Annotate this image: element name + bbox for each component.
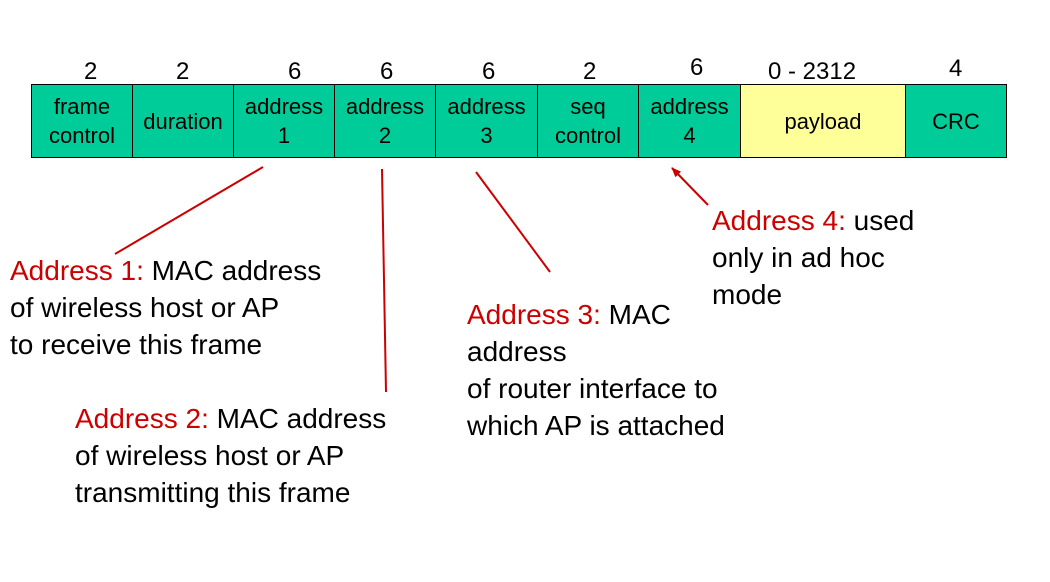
- callout-address-3-text: MAC: [600, 299, 671, 330]
- size-frame-control: 2: [84, 58, 98, 85]
- callout-address-4: Address 4: used only in ad hoc mode: [712, 202, 914, 313]
- field-payload: payload: [740, 84, 906, 158]
- callout-address-2-head: Address 2:: [75, 403, 209, 434]
- field-address-1: address 1: [233, 84, 335, 158]
- size-address-3: 6: [482, 58, 496, 85]
- size-payload: 0 - 2312: [768, 58, 857, 85]
- field-address-2: address 2: [334, 84, 436, 158]
- field-address-3: address 3: [435, 84, 538, 158]
- size-crc: 4: [949, 55, 963, 82]
- field-duration: duration: [132, 84, 234, 158]
- callout-address-1-line-3: to receive this frame: [10, 329, 263, 360]
- field-crc: CRC: [905, 84, 1007, 158]
- callout-address-1-head: Address 1:: [10, 255, 144, 286]
- connector-address-2: [381, 168, 387, 393]
- callout-address-2-line-3: transmitting this frame: [75, 477, 351, 508]
- callout-address-3-line-4: which AP is attached: [467, 410, 725, 441]
- callout-address-1-text: MAC address: [143, 255, 322, 286]
- callout-address-4-head: Address 4:: [712, 205, 846, 236]
- size-seq-control: 2: [583, 58, 597, 85]
- callout-address-1: Address 1: MAC address of wireless host …: [10, 252, 321, 363]
- callout-address-4-line-2: only in ad hoc: [712, 242, 885, 273]
- callout-address-3-head: Address 3:: [467, 299, 601, 330]
- callout-address-4-line-3: mode: [712, 279, 783, 310]
- callout-address-4-text: used: [845, 205, 915, 236]
- field-address-4: address 4: [638, 84, 741, 158]
- size-duration: 2: [176, 58, 190, 85]
- field-seq-control: seq control: [537, 84, 639, 158]
- callout-address-2: Address 2: MAC address of wireless host …: [75, 400, 386, 511]
- callout-address-2-line-2: of wireless host or AP: [75, 440, 345, 471]
- callout-address-1-line-2: of wireless host or AP: [10, 292, 280, 323]
- size-address-4: 6: [690, 54, 704, 81]
- size-address-2: 6: [380, 58, 394, 85]
- connector-address-4-arrow: [671, 167, 709, 206]
- callout-address-3-line-2: address: [467, 336, 567, 367]
- callout-address-3: Address 3: MAC address of router interfa…: [467, 296, 725, 444]
- field-frame-control: frame control: [31, 84, 133, 158]
- callout-address-3-line-3: of router interface to: [467, 373, 718, 404]
- size-address-1: 6: [288, 58, 302, 85]
- connector-address-1: [114, 166, 264, 255]
- callout-address-2-text: MAC address: [208, 403, 387, 434]
- connector-address-3: [475, 171, 551, 273]
